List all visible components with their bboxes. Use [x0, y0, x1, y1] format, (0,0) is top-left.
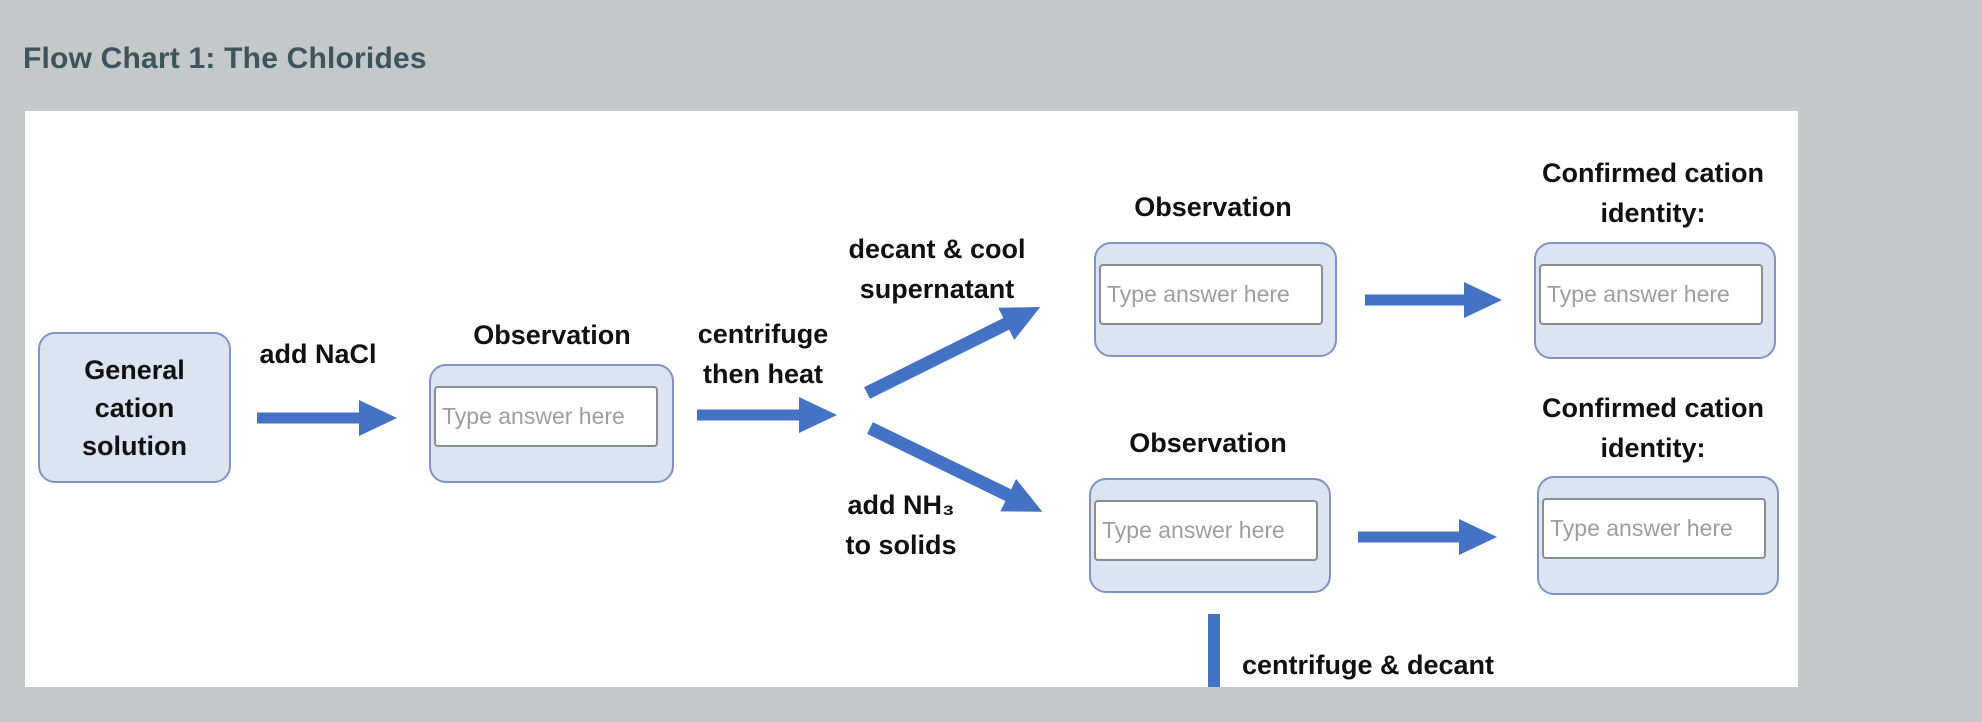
confirmed-cation-bottom-box [1537, 476, 1779, 595]
confirmed-cation-top-label: Confirmed cation identity: [1541, 158, 1764, 228]
add-nh3-to-solids-label: add NH₃ to solids [845, 490, 957, 560]
observation-1-label: Observation [473, 320, 631, 350]
observation-bottom-box [1089, 478, 1331, 593]
observation-1-box [429, 364, 674, 483]
confirmed-cation-top-input[interactable] [1539, 264, 1763, 325]
observation-1-input[interactable] [434, 386, 658, 447]
start-box-text: General cation solution [82, 354, 187, 461]
confirmed-cation-bottom-label: Confirmed cation identity: [1541, 393, 1764, 463]
arrow-branch-up-decant [864, 306, 1041, 399]
confirmed-cation-top-box [1534, 242, 1776, 359]
observation-bottom-label: Observation [1129, 428, 1287, 458]
observation-top-box [1094, 242, 1337, 357]
add-nacl-label: add NaCl [259, 339, 377, 369]
start-box-general-cation-solution: General cation solution [38, 332, 231, 483]
observation-bottom-input[interactable] [1094, 500, 1318, 561]
observation-top-input[interactable] [1099, 264, 1323, 325]
decant-cool-supernatant-label: decant & cool supernatant [848, 234, 1026, 304]
confirmed-cation-bottom-input[interactable] [1542, 498, 1766, 559]
page-title: Flow Chart 1: The Chlorides [23, 42, 427, 75]
flowchart-canvas: General cation solution add NaCl Observa… [25, 111, 1798, 687]
observation-top-label: Observation [1134, 192, 1292, 222]
centrifuge-decant-label: centrifuge & decant [1242, 650, 1495, 680]
centrifuge-then-heat-label: centrifuge then heat [697, 319, 829, 389]
